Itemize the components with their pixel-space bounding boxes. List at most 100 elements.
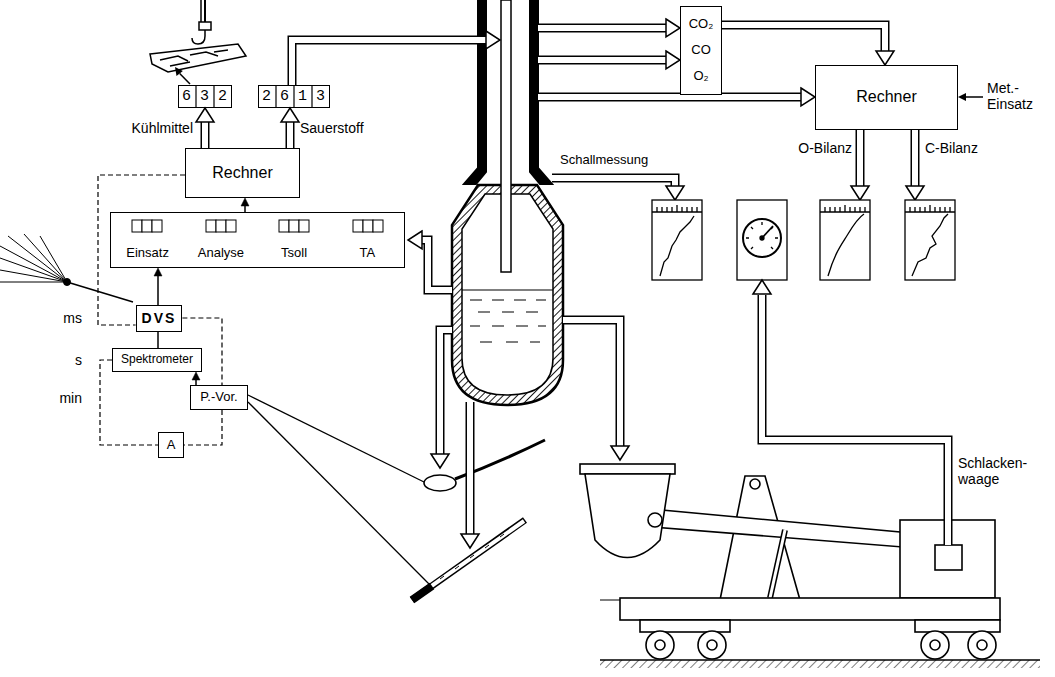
balance-arrow	[851, 130, 924, 200]
slag-wagon	[640, 620, 730, 632]
node-text: CO₂	[689, 17, 714, 32]
panel-cells	[353, 220, 363, 232]
arrow-core	[287, 121, 293, 148]
node-text: 2613	[262, 88, 334, 105]
arrow-core	[722, 25, 885, 52]
gas-arrow	[538, 57, 667, 63]
node-text: TA	[331, 246, 404, 267]
analysis-box: A	[158, 432, 184, 458]
arrow-outline	[286, 121, 295, 148]
time-scale-label: min	[59, 390, 82, 406]
scan-fan	[8, 236, 67, 282]
slag-wagon	[770, 530, 785, 598]
converter-vessel	[462, 290, 553, 342]
arrow-head	[241, 198, 249, 206]
recorder-chart	[652, 205, 702, 212]
spectrometer-box: Spektrometer	[112, 348, 202, 372]
slag-wagon	[655, 640, 665, 650]
oxygen-arrow	[292, 40, 487, 85]
connector-line	[98, 175, 185, 325]
node-text: P.-Vor.	[200, 390, 237, 405]
connector-line	[184, 410, 222, 445]
node-text: Einsatz	[111, 246, 184, 267]
sample-arrow	[466, 402, 475, 535]
coolant-chute	[204, 0, 206, 22]
ladle-arrow	[563, 320, 620, 447]
connector-line	[100, 360, 158, 445]
balance-arrow	[851, 186, 869, 200]
panel-cells	[132, 220, 142, 232]
node-text: Spektrometer	[121, 353, 193, 367]
temperature-arrow	[421, 240, 452, 290]
scale-arrow	[762, 295, 948, 545]
input-panel: EinsatzAnalyseTsollTA	[110, 212, 405, 268]
connector-line	[157, 275, 159, 305]
panel-cells	[216, 220, 226, 232]
balance-arrow	[912, 130, 918, 187]
temperature-arrow	[421, 240, 452, 290]
ground-hatch	[600, 660, 1040, 668]
lance-data-arrow	[538, 88, 815, 106]
panel-cells	[226, 220, 236, 232]
slag-wagon	[585, 474, 670, 558]
oxygen-arrow	[292, 31, 500, 85]
node-text: CO	[691, 43, 711, 58]
recorder-chart	[820, 200, 870, 280]
scale-arrow	[753, 280, 948, 545]
coolant-chute	[192, 30, 205, 44]
slag-wagon	[707, 640, 717, 650]
input-arrow	[958, 93, 966, 101]
balance-arrow	[911, 130, 920, 187]
slag-wagon	[770, 530, 785, 598]
signal-arrow	[192, 372, 200, 385]
scan-fan	[0, 258, 67, 282]
arrow-outline	[722, 25, 885, 52]
balance-label: C-Bilanz	[925, 140, 978, 156]
signal-arrow	[241, 198, 249, 212]
slag-wagon	[921, 631, 949, 659]
slag-wagon	[580, 464, 1000, 659]
recorder-chart	[905, 205, 955, 212]
scale-label: Schlacken- waage	[958, 455, 1027, 487]
balance-label: O-Bilanz	[798, 140, 852, 156]
oxygen-arrow	[486, 31, 500, 49]
arrow-outline	[201, 121, 210, 148]
input-arrow	[966, 96, 983, 98]
scan-fan	[64, 279, 71, 286]
sample-arrow	[467, 402, 473, 535]
slag-wagon	[646, 631, 674, 659]
input-arrow	[958, 93, 983, 101]
balance-arrow	[856, 130, 865, 187]
node-text: Rechner	[212, 164, 272, 182]
panel-cells	[299, 220, 309, 232]
coolant-chute	[150, 44, 246, 72]
sound-arrow	[552, 178, 675, 187]
recorder-chart	[652, 200, 702, 280]
weight-dial	[737, 200, 787, 280]
gas-arrow	[666, 51, 680, 69]
panel-cells	[152, 220, 162, 232]
weight-dial	[743, 219, 781, 257]
balance-arrow	[906, 186, 924, 200]
sampling-tools	[424, 475, 456, 491]
node-text: O₂	[693, 69, 708, 84]
arrow-head	[196, 108, 214, 122]
arrow-head	[192, 372, 200, 380]
connector-line	[157, 332, 159, 348]
panel-cells	[289, 220, 299, 232]
sampling-tools	[440, 534, 504, 579]
temperature-arrow	[408, 231, 452, 290]
slag-wagon	[648, 513, 662, 527]
sampling-tools	[412, 586, 432, 600]
coolant-chute	[175, 67, 183, 76]
recorder-chart	[912, 214, 948, 276]
coolant-chute	[180, 74, 190, 85]
time-scale-label: ms	[63, 310, 82, 326]
coolant-chute	[160, 50, 228, 66]
gas-arrow	[666, 19, 680, 37]
node-text: A	[167, 438, 176, 453]
flow-label: Sauerstoff	[300, 120, 364, 136]
slag-wagon	[977, 640, 987, 650]
panel-cells	[279, 220, 289, 232]
